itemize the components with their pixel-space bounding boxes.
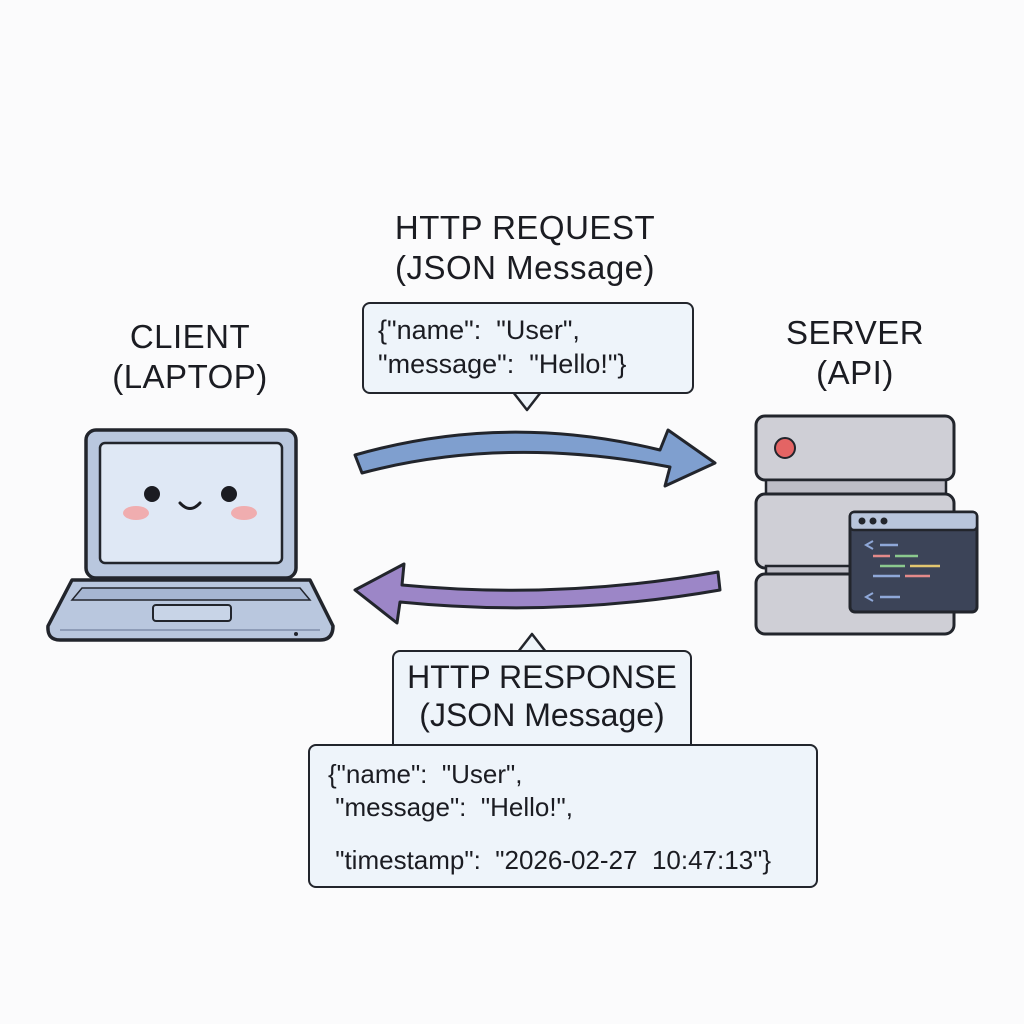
response-label: HTTP RESPONSE (JSON Message) [392, 650, 692, 746]
response-subtitle: (JSON Message) [419, 697, 665, 733]
laptop-icon [46, 428, 335, 642]
request-title: HTTP REQUEST [394, 209, 656, 246]
smiley-face-icon [123, 486, 257, 520]
request-arrow [353, 428, 717, 488]
response-json-line: "timestamp": "2026-02-27 10:47:13"} [328, 845, 772, 875]
response-arrow [353, 562, 722, 625]
server-title: SERVER [785, 314, 925, 351]
response-json-line: {"name": "User", [328, 759, 523, 789]
response-json-line: "message": "Hello!", [328, 792, 574, 822]
request-json-line: {"name": "User", [378, 315, 580, 345]
request-json-line: "message": "Hello!"} [378, 349, 627, 379]
client-subtitle: (LAPTOP) [112, 358, 268, 395]
request-label: HTTP REQUEST (JSON Message) [330, 208, 720, 288]
server-label: SERVER (API) [755, 313, 955, 393]
server-subtitle: (API) [816, 354, 894, 391]
response-title: HTTP RESPONSE [407, 659, 677, 695]
code-window-icon [848, 510, 979, 614]
server-icon [754, 414, 979, 636]
client-label: CLIENT (LAPTOP) [90, 317, 290, 397]
request-json-bubble: {"name": "User", "message": "Hello!"} [362, 302, 694, 394]
request-subtitle: (JSON Message) [394, 249, 656, 286]
client-title: CLIENT [129, 318, 251, 355]
response-json-bubble: {"name": "User", "message": "Hello!", "t… [308, 744, 818, 888]
